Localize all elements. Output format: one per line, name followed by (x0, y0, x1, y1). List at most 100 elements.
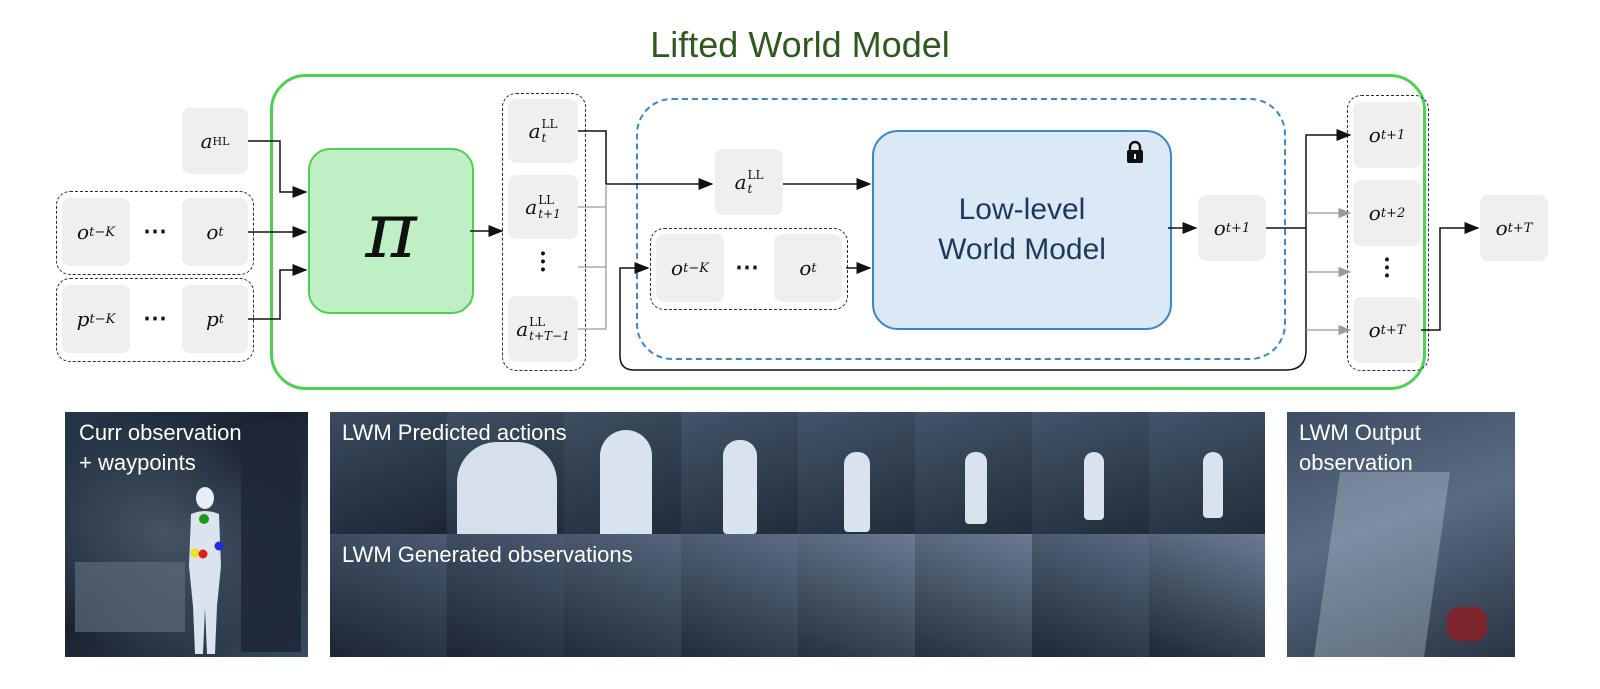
predicted-frame (330, 412, 448, 534)
math-sub: t (541, 131, 547, 145)
math-base: o (1213, 216, 1226, 240)
output-observation-image: LWM Output observation (1287, 412, 1515, 657)
math-base: o (799, 256, 812, 280)
current-observation-image: Curr observation + waypoints (65, 412, 308, 657)
math-base: a (516, 317, 529, 341)
math-sub: t−K (89, 311, 116, 327)
figure-back-closeup (457, 442, 557, 534)
figure-torso (600, 430, 652, 534)
vertical-ellipsis: ··· (539, 241, 547, 283)
math-base: o (77, 220, 90, 244)
math-base: p (205, 307, 219, 331)
math-sub: t+2 (1380, 205, 1406, 221)
panel-label-current: Curr observation + waypoints (79, 420, 242, 475)
predicted-frame (564, 412, 682, 534)
generated-frame (1032, 534, 1150, 657)
ellipsis: ⋯ (143, 216, 167, 245)
output-sequence-group (1347, 95, 1429, 371)
predicted-generated-strip: LWM Predicted actions LWM Generated obse… (330, 412, 1265, 657)
figure-standing (1084, 452, 1104, 520)
predicted-frame (681, 412, 799, 534)
arrow-to-final-output (1421, 222, 1480, 331)
panel-label-output: LWM Output observation (1299, 420, 1421, 475)
arrow-output-to-t1 (1266, 129, 1352, 229)
arrow-feedback-loop (619, 228, 1307, 371)
math-sub: t+T (1507, 220, 1533, 236)
observation-history-group (56, 191, 254, 275)
math-base: a (525, 195, 538, 219)
predicted-frame (1149, 412, 1265, 534)
figure-standing (723, 440, 757, 534)
diagram-title: Lifted World Model (650, 24, 950, 65)
generated-frame (681, 534, 799, 657)
math-sub: t (811, 260, 817, 276)
glove-hand (1447, 607, 1487, 641)
math-sub: t (218, 311, 225, 327)
predicted-frame (1032, 412, 1150, 534)
kitchen-cabinets (75, 562, 185, 632)
math-base: p (76, 307, 90, 331)
panel-label-generated: LWM Generated observations (342, 542, 633, 567)
math-sub: t (218, 224, 224, 240)
generated-frame (1149, 534, 1265, 657)
gray-line-action-tT (578, 184, 607, 330)
math-base: o (1368, 201, 1381, 225)
math-sup: LL (541, 117, 558, 131)
math-sup: LL (747, 168, 764, 182)
figure-standing (1203, 452, 1223, 518)
generated-frame (447, 534, 565, 657)
math-sub: t+T−1 (529, 329, 570, 343)
policy-box: π (308, 148, 474, 314)
math-sub: t−K (89, 224, 115, 240)
humanoid-figure (189, 487, 224, 654)
inner-observation-group (650, 228, 848, 310)
math-base: o (206, 220, 219, 244)
figure-standing (844, 452, 870, 532)
math-sub: t+1 (538, 207, 561, 221)
math-base: a (734, 170, 747, 194)
generated-frame (564, 534, 682, 657)
ellipsis: ⋯ (735, 252, 759, 281)
arrow-pose-to-policy (248, 264, 308, 320)
arrow-ahl-to-policy (248, 140, 308, 198)
math-sub: t+T (1380, 322, 1406, 338)
vertical-ellipsis: ··· (1383, 247, 1391, 289)
fridge-door (241, 422, 301, 652)
predicted-frame (915, 412, 1033, 534)
math-base: a (528, 119, 541, 143)
predicted-frame (447, 412, 565, 534)
math-sub: t+1 (1225, 220, 1251, 236)
math-sup: LL (529, 315, 546, 329)
panel-label-predicted: LWM Predicted actions (342, 420, 567, 445)
model-name-line1: Low-level (958, 193, 1086, 226)
figure-standing (965, 452, 987, 524)
lock-icon (1127, 140, 1143, 163)
math-sup: HL (212, 134, 230, 148)
math-base: o (671, 256, 684, 280)
math-base: o (1368, 123, 1381, 147)
math-sub: t−K (683, 260, 709, 276)
connector-arrows (248, 129, 1480, 371)
math-sub: t (747, 182, 753, 196)
math-base: o (1368, 318, 1381, 342)
math-base: a (200, 129, 213, 153)
pose-history-group (56, 278, 254, 362)
generated-frame (915, 534, 1033, 657)
